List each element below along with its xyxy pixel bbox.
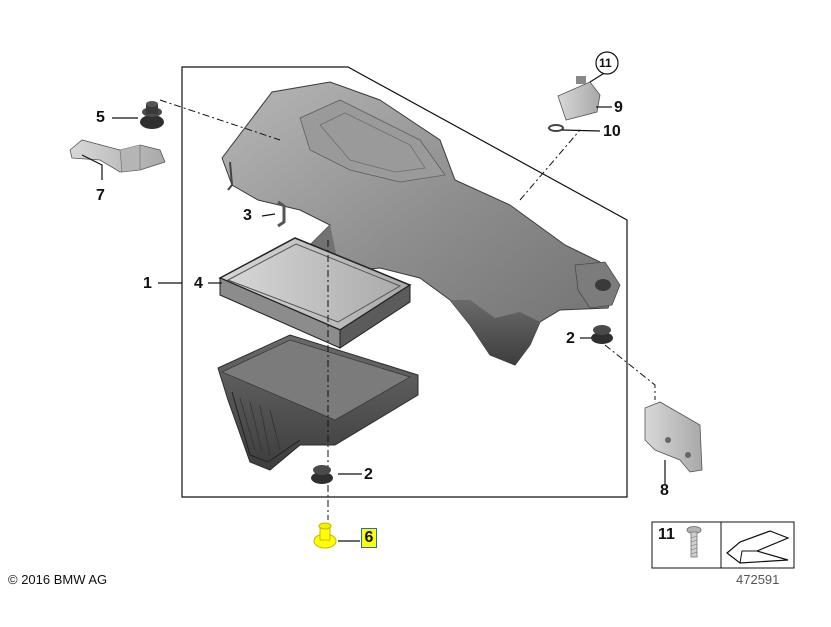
callout-11-circle [595,51,619,75]
callout-4: 4 [194,275,203,292]
grommet-part-6-highlighted[interactable] [313,522,337,549]
callout-7: 7 [96,187,105,204]
diagram-number: 472591 [736,572,780,587]
callout-2-bottom: 2 [364,466,373,483]
grommet-part-5[interactable] [140,101,164,129]
callout-9: 9 [614,99,623,116]
intake-silencer-lower-housing[interactable] [217,334,419,471]
seal-ring-part-10[interactable] [548,124,564,132]
bracket-part-8[interactable] [644,401,703,473]
leader-lines [81,71,666,542]
bracket-part-7[interactable] [69,139,166,173]
callout-11: 11 [599,56,612,70]
copyright-text: © 2016 BMW AG [8,572,108,587]
grommet-part-2-right[interactable] [591,325,613,344]
grommet-part-2-bottom[interactable] [311,465,333,484]
callout-3: 3 [243,207,252,224]
assembly-frame [181,66,628,498]
callout-8: 8 [660,482,669,499]
callout-10: 10 [603,123,621,140]
legend-label-11: 11 [658,526,675,543]
callout-1: 1 [143,275,152,292]
callout-6-highlighted[interactable]: 6 [361,528,377,548]
callout-2-right: 2 [566,330,575,347]
sensor-part-9[interactable] [557,76,601,121]
callout-5: 5 [96,109,105,126]
assembly-lines [159,99,656,520]
clip-part-3[interactable] [277,200,286,228]
air-filter-element[interactable] [218,237,412,349]
screw-icon [686,526,702,558]
intake-silencer-upper-housing[interactable] [221,81,621,366]
package-arrow-icon [726,530,790,564]
